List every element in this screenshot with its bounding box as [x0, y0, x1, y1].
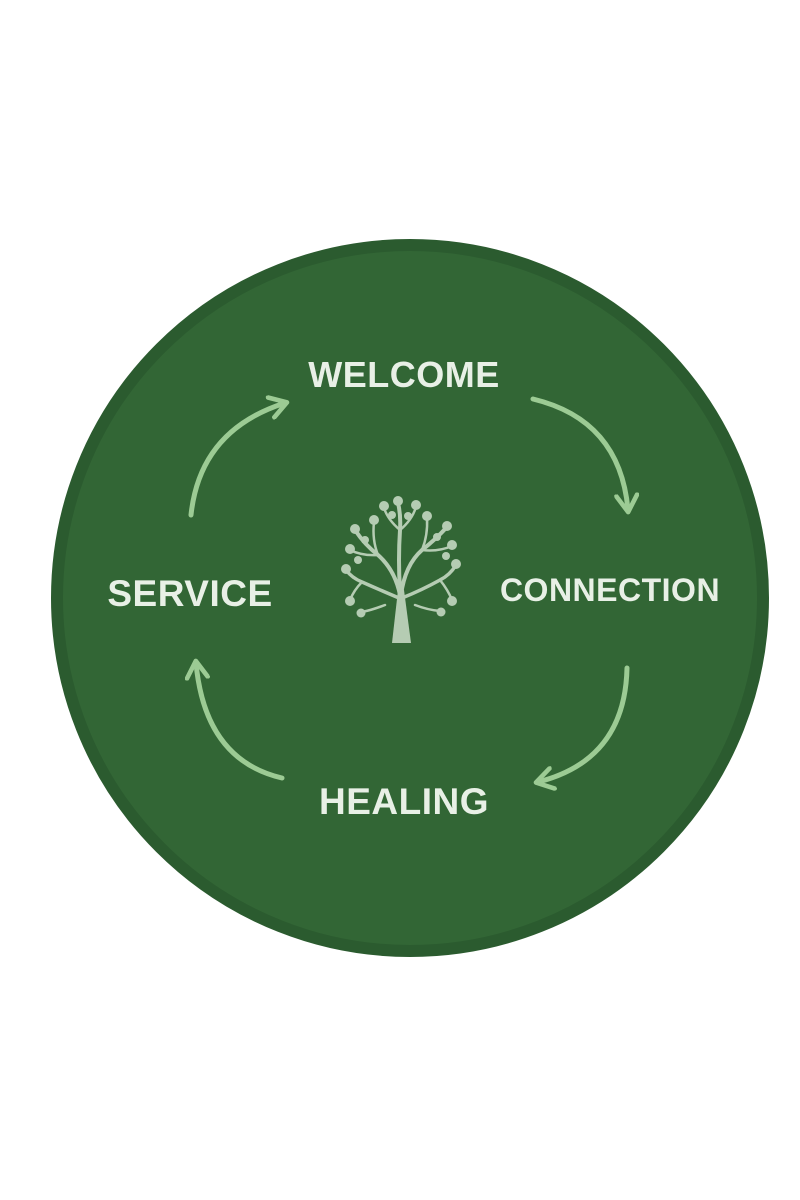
arrow-healing-to-service	[196, 663, 285, 781]
label-service: SERVICE	[107, 573, 272, 614]
label-welcome: WELCOME	[308, 354, 499, 395]
tree-of-hands-icon	[341, 496, 461, 643]
arrow-service-to-welcome	[188, 403, 285, 518]
label-healing: HEALING	[319, 781, 489, 822]
label-connection: CONNECTION	[500, 572, 720, 608]
arrow-connection-to-healing	[538, 665, 630, 782]
arrow-welcome-to-connection	[530, 396, 628, 510]
